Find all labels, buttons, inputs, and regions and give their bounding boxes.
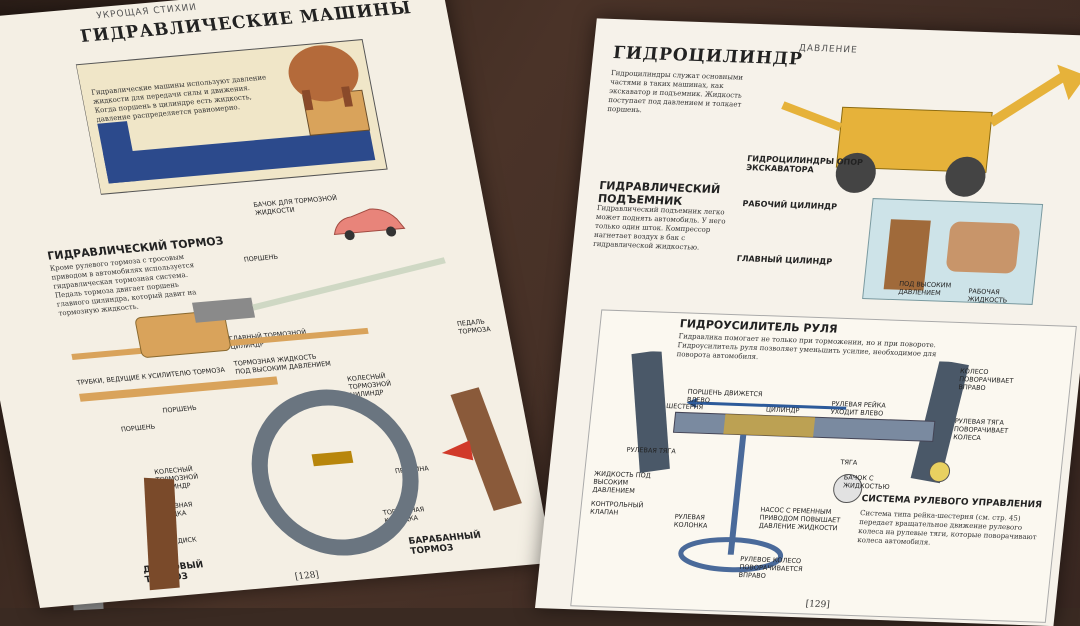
excavator-diagram <box>781 64 1080 305</box>
label-rack-left: РУЛЕВАЯ РЕЙКА УХОДИТ ВЛЕВО <box>830 399 887 418</box>
label-high-pressure: ПОД ВЫСОКИМ ДАВЛЕНИЕМ <box>897 279 952 298</box>
label-tie-rod-left: РУЛЕВАЯ ТЯГА <box>626 445 677 456</box>
label-cylinder: ЦИЛИНДР <box>765 405 800 415</box>
label-tie-rod-right: РУЛЕВАЯ ТЯГА ПОВОРАЧИВАЕТ КОЛЕСА <box>952 417 1009 443</box>
label-fluid-tank: БАЧОК С ЖИДКОСТЬЮ <box>842 473 890 492</box>
right-intro: Гидроцилиндры служат основными частями в… <box>606 69 744 115</box>
right-page: ГИДРОЦИЛИНДР ДАВЛЕНИЕ Гидроцилиндры служ… <box>535 18 1080 626</box>
lift-text: Гидравлический подъемник легко может под… <box>592 203 726 252</box>
page-number-right: [129] <box>805 599 831 611</box>
brake-system-diagram <box>71 257 522 595</box>
steering-system-text: Система типа рейка-шестерня (см. стр. 45… <box>856 509 1038 547</box>
label-control-valve: КОНТРОЛЬНЫЙ КЛАПАН <box>589 499 644 517</box>
label-pump: НАСОС С РЕМЕННЫМ ПРИВОДОМ ПОВЫШАЕТ ДАВЛЕ… <box>758 505 841 533</box>
label-steering-column: РУЛЕВАЯ КОЛОНКА <box>673 512 708 530</box>
left-page: УКРОЩАЯ СТИХИИ ГИДРАВЛИЧЕСКИЕ МАШИНЫ Гид… <box>0 0 554 609</box>
label-rod: ТЯГА <box>840 458 858 467</box>
label-wheel-right: КОЛЕСО ПОВОРАЧИВАЕТ ВПРАВО <box>957 367 1014 393</box>
page-number-left: [128] <box>294 570 320 583</box>
label-gear: ШЕСТЕРНЯ <box>665 401 704 412</box>
hydraulic-press-diagram <box>75 39 388 195</box>
car-illustration <box>333 208 406 241</box>
label-work-fluid: РАБОЧАЯ ЖИДКОСТЬ <box>967 287 1008 305</box>
label-wheel-turns-right: РУЛЕВОЕ КОЛЕСО ПОВОРАЧИВАЕТСЯ ВПРАВО <box>738 555 803 580</box>
steering-diagram <box>631 349 969 573</box>
label-hp-fluid: ЖИДКОСТЬ ПОД ВЫСОКИМ ДАВЛЕНИЕМ <box>592 469 652 496</box>
